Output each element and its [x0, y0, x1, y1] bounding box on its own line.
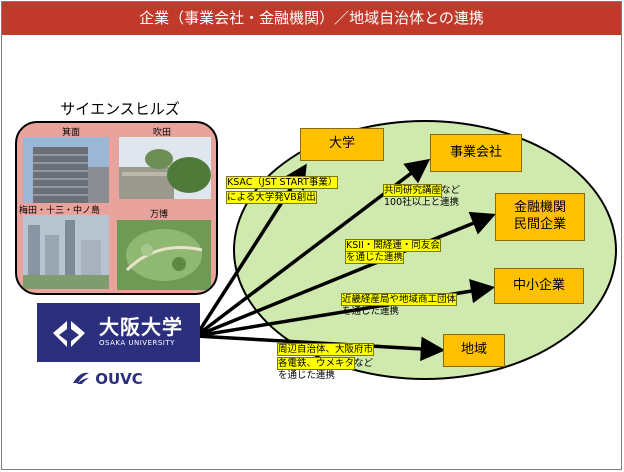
ouvc-text: OUVC — [95, 370, 143, 388]
arrow-to-region — [195, 334, 446, 362]
slide-title: 企業（事業会社・金融機関）／地域自治体との連携 — [2, 2, 621, 35]
label-banpaku: 万博 — [150, 210, 169, 220]
note-region-line2-hl: 各電鉄、ウメキタ — [276, 357, 356, 370]
note-univ-line1: KSAC（JST START事業） — [225, 176, 339, 189]
note-company-line2: 100社以上と連携 — [384, 197, 460, 208]
note-region-line2-rest: など — [354, 358, 374, 369]
banpaku-photo — [117, 220, 211, 290]
osaka-university-logo: 大阪大学 OSAKA UNIVERSITY — [37, 303, 200, 362]
label-umeda: 梅田・十三・中ノ島 — [19, 206, 101, 216]
note-univ-line2: による大学発VB創出 — [226, 191, 317, 204]
target-sme: 中小企業 — [494, 268, 584, 304]
target-region-label: 地域 — [460, 342, 487, 358]
target-university-label: 大学 — [328, 136, 355, 152]
target-finance: 金融機関 民間企業 — [495, 193, 585, 241]
target-finance-label-2: 民間企業 — [513, 217, 566, 232]
logo-jp-text: 大阪大学 — [99, 315, 183, 339]
note-company-line1-hl: 共同研究講座 — [382, 184, 443, 197]
science-hills-title: サイエンスヒルズ — [60, 100, 180, 118]
logo-en-text: OSAKA UNIVERSITY — [99, 339, 175, 347]
note-finance-line2: を通じた連携 — [344, 251, 405, 264]
suita-photo — [119, 137, 211, 199]
arrow-to-finance — [195, 211, 496, 338]
target-company: 事業会社 — [430, 134, 522, 172]
note-region-line1: 周辺自治体、大阪府市 — [276, 343, 375, 356]
note-finance-line1: KSII・関経連・同友会 — [345, 239, 441, 252]
target-finance-label-1: 金融機関 — [513, 200, 566, 216]
note-sme-line2: を通じた連携 — [342, 306, 400, 317]
target-sme-label: 中小企業 — [512, 277, 565, 293]
campus-photo-panel: 箕面 吹田 梅田・十三・中ノ島 万博 — [15, 121, 218, 295]
note-company: 共同研究講座など 100社以上と連携 — [382, 184, 461, 209]
target-university: 大学 — [300, 128, 384, 161]
note-sme-line1: 近畿経産局や地域商工団体 — [340, 293, 458, 306]
note-company-line1-rest: など — [441, 185, 461, 196]
note-finance: KSII・関経連・同友会 を通じた連携 — [344, 239, 441, 264]
umeda-photo — [23, 215, 109, 289]
target-region: 地域 — [443, 334, 505, 367]
target-company-label: 事業会社 — [449, 144, 502, 160]
note-univ: KSAC（JST START事業） による大学発VB創出 — [225, 176, 339, 204]
label-minoh: 箕面 — [62, 128, 81, 138]
note-region: 周辺自治体、大阪府市 各電鉄、ウメキタなど を通じた連携 — [276, 343, 375, 382]
minoh-photo — [23, 137, 109, 203]
note-region-line3: を通じた連携 — [278, 370, 336, 381]
university-emblem-icon — [53, 321, 85, 347]
note-sme: 近畿経産局や地域商工団体 を通じた連携 — [340, 293, 458, 318]
ouvc-mark-icon — [73, 372, 89, 384]
label-suita: 吹田 — [153, 128, 172, 138]
ouvc-logo: OUVC — [72, 370, 143, 388]
